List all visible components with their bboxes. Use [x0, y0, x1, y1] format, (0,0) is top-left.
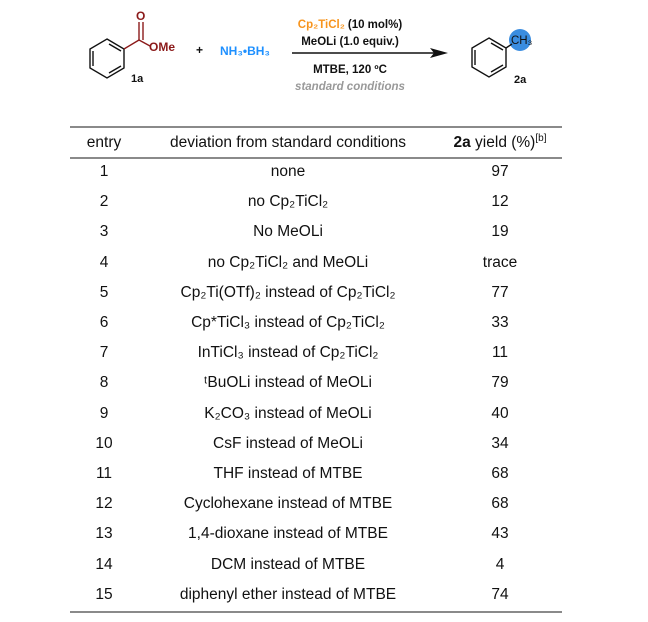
- entry-cell: 10: [95, 434, 113, 452]
- deviation-cell: Cyclohexane instead of MTBE: [183, 495, 393, 513]
- table-row: 9 K₂CO₃ instead of MeOLi 40: [70, 399, 562, 429]
- table-row: 5 Cp₂Ti(OTf)₂ instead of Cp₂TiCl₂ 77: [70, 278, 562, 308]
- yield-cell: 97: [491, 163, 509, 181]
- entry-cell: 2: [99, 193, 109, 211]
- header-yield-footnote: [b]: [535, 133, 547, 145]
- deviation-cell: InTiCl₃ instead of Cp₂TiCl₂: [197, 344, 379, 362]
- table-row: 7 InTiCl₃ instead of Cp₂TiCl₂ 11: [70, 338, 562, 368]
- ester-group: [123, 22, 151, 50]
- deviation-cell: K₂CO₃ instead of MeOLi: [204, 404, 372, 422]
- deviation-cell: ᵗBuOLi instead of MeOLi: [204, 374, 372, 392]
- benzene-ring-1a: [89, 38, 125, 79]
- entry-cell: 6: [99, 314, 109, 332]
- deviation-cell: no Cp₂TiCl₂: [247, 193, 329, 211]
- deviation-cell: Cp₂Ti(OTf)₂ instead of Cp₂TiCl₂: [180, 283, 396, 301]
- ester-substituent: OMe: [149, 40, 175, 54]
- deviation-cell: THF instead of MTBE: [213, 464, 363, 482]
- entry-cell: 5: [99, 283, 109, 301]
- solvent-temperature: MTBE, 120 ºC: [313, 64, 387, 76]
- entry-cell: 13: [95, 525, 113, 543]
- table-header-rule: [70, 157, 562, 159]
- yield-cell: 77: [491, 283, 509, 301]
- deviation-cell: DCM instead of MTBE: [210, 555, 366, 573]
- benzene-ring-2a: [471, 37, 507, 78]
- entry-cell: 3: [99, 223, 109, 241]
- yield-cell: 11: [491, 344, 509, 362]
- yield-cell: 43: [491, 525, 509, 543]
- substrate-label: 1a: [131, 73, 144, 85]
- header-yield-text: yield (%): [470, 134, 536, 152]
- catalyst: Cp₂TiCl₂: [298, 19, 345, 31]
- entry-cell: 1: [99, 163, 109, 181]
- deviation-cell: Cp*TiCl₃ instead of Cp₂TiCl₂: [191, 314, 385, 332]
- table-bottom-rule: [70, 611, 562, 613]
- yield-cell: 40: [491, 404, 509, 422]
- reaction-scheme: O OMe 1a + NH₃•BH₃ Cp₂TiCl₂(10 mol%) MeO…: [89, 9, 533, 93]
- catalyst-line: Cp₂TiCl₂(10 mol%): [298, 19, 403, 31]
- yield-cell: 19: [491, 223, 509, 241]
- deviation-cell: diphenyl ether instead of MTBE: [179, 585, 397, 603]
- table-row: 8 ᵗBuOLi instead of MeOLi 79: [70, 368, 562, 398]
- yield-cell: 68: [491, 495, 509, 513]
- reagent: NH₃•BH₃: [220, 44, 270, 58]
- table-row: 14 DCM instead of MTBE 4: [70, 549, 562, 579]
- table-row: 13 1,4-dioxane instead of MTBE 43: [70, 519, 562, 549]
- product-label: 2a: [514, 74, 527, 86]
- yield-cell: 68: [491, 464, 509, 482]
- catalyst-loading: (10 mol%): [348, 19, 402, 31]
- entry-cell: 9: [99, 404, 109, 422]
- entry-cell: 8: [99, 374, 109, 392]
- entry-cell: 7: [99, 344, 109, 362]
- carbonyl-oxygen: O: [136, 9, 145, 23]
- table-row: 6 Cp*TiCl₃ instead of Cp₂TiCl₂ 33: [70, 308, 562, 338]
- header-deviation: deviation from standard conditions: [169, 134, 407, 151]
- table-row: 4 no Cp₂TiCl₂ and MeOLi trace: [70, 248, 562, 278]
- table-row: 10 CsF instead of MeOLi 34: [70, 429, 562, 459]
- conditions-label: standard conditions: [295, 81, 405, 93]
- deviation-cell: No MeOLi: [253, 223, 323, 241]
- deviation-cell: none: [270, 163, 306, 181]
- yield-cell: 4: [495, 555, 505, 573]
- table-row: 12 Cyclohexane instead of MTBE 68: [70, 489, 562, 519]
- base: MeOLi (1.0 equiv.): [301, 36, 399, 48]
- methyl-group: CH₃: [511, 35, 533, 47]
- table-row: 2 no Cp₂TiCl₂ 12: [70, 187, 562, 217]
- deviation-cell: CsF instead of MeOLi: [213, 434, 363, 452]
- entry-cell: 14: [95, 555, 113, 573]
- entry-cell: 11: [95, 464, 113, 482]
- entry-cell: 4: [99, 253, 109, 271]
- table-row: 11 THF instead of MTBE 68: [70, 459, 562, 489]
- header-entry: entry: [86, 134, 122, 151]
- table-header-row: entry deviation from standard conditions…: [70, 129, 562, 157]
- header-yield: 2a yield (%)[b]: [438, 129, 562, 157]
- deviation-cell: 1,4-dioxane instead of MTBE: [188, 525, 388, 543]
- yield-cell: trace: [482, 253, 518, 271]
- header-yield-compound: 2a: [453, 134, 471, 152]
- methyl-highlight-ball: [509, 29, 531, 51]
- optimization-table: entry deviation from standard conditions…: [70, 129, 562, 610]
- yield-cell: 74: [491, 585, 509, 603]
- yield-cell: 33: [491, 314, 509, 332]
- table-top-rule: [70, 126, 562, 128]
- arrow-head: [430, 48, 448, 58]
- table-row: 15 diphenyl ether instead of MTBE 74: [70, 580, 562, 610]
- table-row: 3 No MeOLi 19: [70, 217, 562, 247]
- plus-sign: +: [196, 43, 203, 57]
- yield-cell: 79: [491, 374, 509, 392]
- yield-cell: 34: [491, 434, 509, 452]
- entry-cell: 15: [95, 585, 113, 603]
- deviation-cell: no Cp₂TiCl₂ and MeOLi: [207, 253, 369, 271]
- table-row: 1 none 97: [70, 157, 562, 187]
- yield-cell: 12: [491, 193, 509, 211]
- entry-cell: 12: [95, 495, 113, 513]
